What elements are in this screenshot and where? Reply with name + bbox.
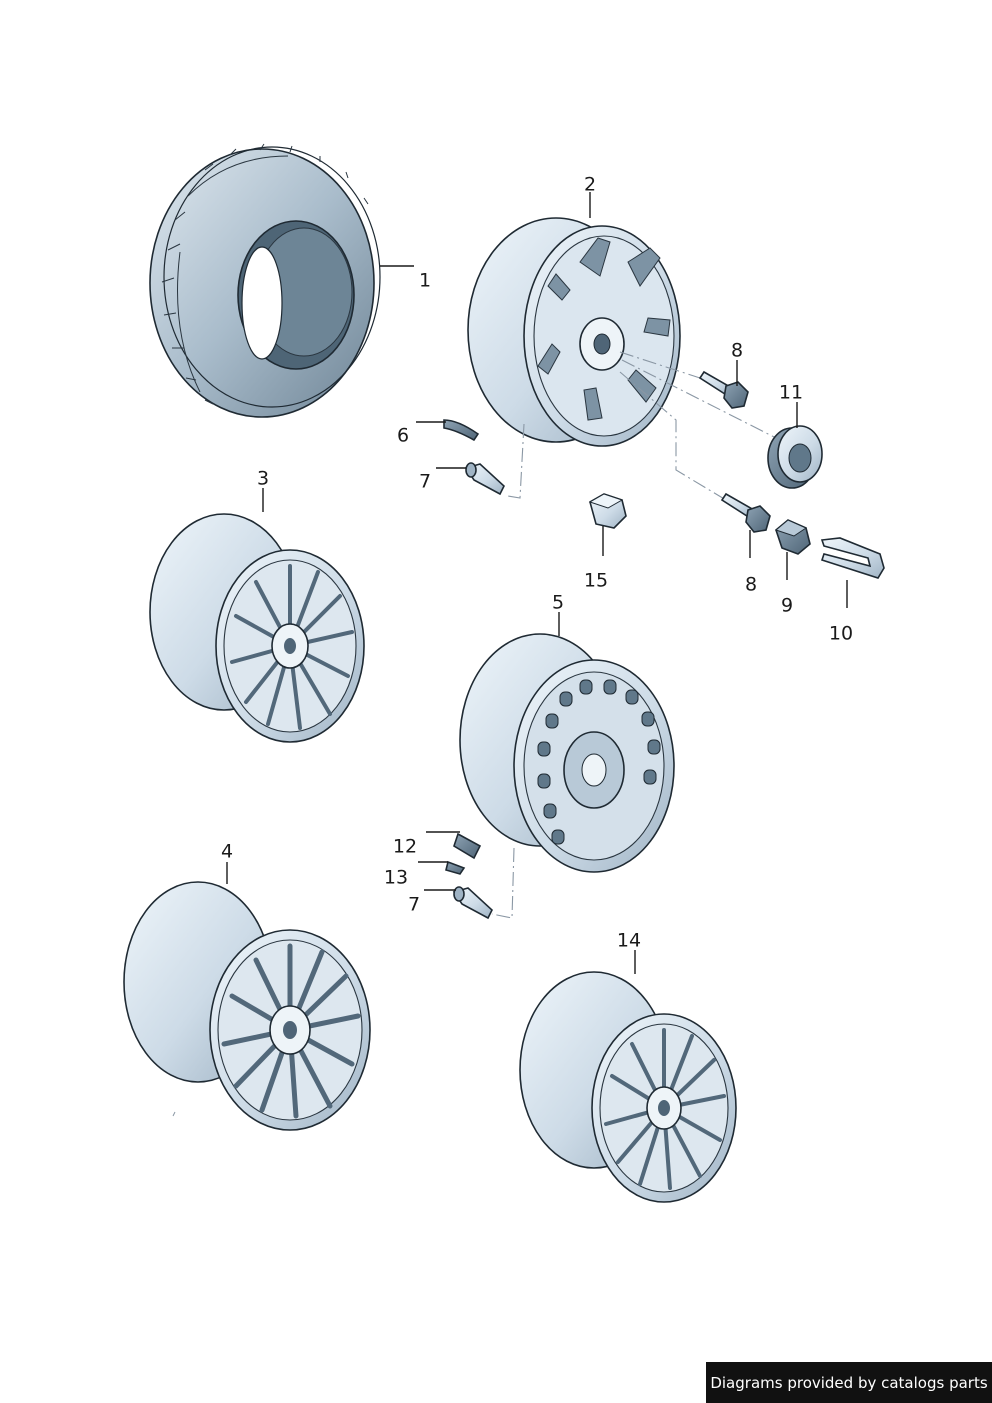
bolt-cap — [774, 519, 811, 555]
wheel-bolt-upper — [698, 370, 749, 409]
alloy-wheel-multi-spoke-c — [519, 971, 737, 1203]
hex-nut — [588, 493, 627, 529]
callout-1: 1 — [418, 269, 432, 292]
callout-8a: 8 — [730, 339, 744, 362]
callout-7b: 7 — [407, 893, 421, 916]
tire-tread — [161, 143, 369, 405]
alloy-wheel-multi-spoke-a — [149, 513, 365, 743]
callout-10: 10 — [828, 622, 854, 645]
balance-weight — [443, 419, 480, 442]
alloy-wheel-multi-spoke-b — [123, 881, 371, 1131]
center-cap — [767, 425, 823, 489]
balance-weight-lower — [453, 832, 482, 860]
alloy-wheel-7-spoke — [467, 217, 681, 447]
callout-13: 13 — [383, 866, 409, 889]
callout-8b: 8 — [744, 573, 758, 596]
callout-5: 5 — [551, 591, 565, 614]
steel-wheel — [459, 633, 675, 873]
stray-mark — [172, 1111, 176, 1117]
callout-4: 4 — [220, 840, 234, 863]
tire — [149, 143, 381, 418]
attribution-banner: Diagrams provided by catalogs parts — [706, 1362, 992, 1403]
callout-14: 14 — [616, 929, 642, 952]
callout-7a: 7 — [418, 470, 432, 493]
clip — [445, 860, 466, 875]
callout-12: 12 — [392, 835, 418, 858]
callout-2: 2 — [583, 173, 597, 196]
callout-15: 15 — [583, 569, 609, 592]
axis-line-valve-bottom — [491, 847, 515, 919]
valve-lower — [452, 886, 493, 920]
cap-puller-tool — [820, 537, 885, 579]
callout-6: 6 — [396, 424, 410, 447]
callout-9: 9 — [780, 594, 794, 617]
callout-3: 3 — [256, 467, 270, 490]
axis-line-valve-top — [507, 423, 525, 499]
axis-lines-2 — [619, 351, 781, 501]
callout-11: 11 — [778, 381, 804, 404]
wheel-bolt-lower — [720, 492, 771, 533]
valve-upper — [464, 462, 505, 496]
